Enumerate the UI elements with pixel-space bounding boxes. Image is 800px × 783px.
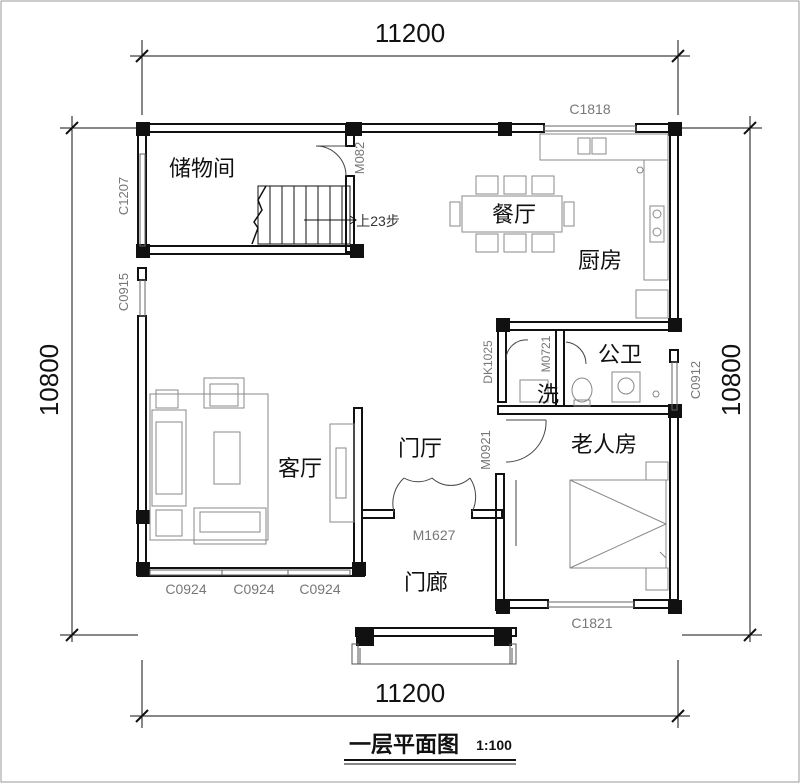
code-c1818: C1818	[569, 101, 610, 117]
room-kitchen-label: 厨房	[578, 249, 622, 274]
walls	[137, 123, 681, 637]
dim-top: 11200	[375, 18, 445, 48]
room-living-label: 客厅	[278, 457, 322, 482]
code-c0915: C0915	[116, 273, 131, 311]
code-m1627: M1627	[413, 527, 456, 543]
living-furniture	[149, 377, 355, 545]
room-wash-label: 洗	[537, 383, 559, 408]
staircase	[251, 185, 357, 245]
dimension-lines	[60, 40, 762, 728]
code-c0924-1: C0924	[165, 581, 206, 597]
windows	[139, 125, 678, 608]
dim-left: 10800	[34, 344, 64, 416]
dining-table	[449, 175, 575, 253]
code-c1821: C1821	[571, 615, 612, 631]
room-elder-label: 老人房	[571, 433, 637, 458]
code-m082: M082	[352, 142, 367, 175]
room-bathroom-label: 公卫	[598, 343, 642, 368]
code-m0921: M0921	[478, 430, 493, 470]
plan-title: 一层平面图	[349, 733, 459, 758]
dim-right: 10800	[716, 344, 746, 416]
kitchen-fixtures	[539, 133, 669, 319]
wall-columns	[136, 122, 682, 646]
stair-note: 上23步	[356, 213, 400, 229]
plan-scale: 1:100	[476, 737, 512, 753]
room-dining-label: 餐厅	[492, 203, 536, 228]
room-storage-label: 储物间	[169, 157, 235, 182]
code-dk1025: DK1025	[481, 340, 495, 384]
bathroom-fixtures	[519, 371, 660, 407]
room-porch-label: 门廊	[404, 571, 448, 596]
dim-bottom: 11200	[375, 678, 445, 708]
code-m0721: M0721	[539, 335, 553, 372]
code-c0912: C0912	[688, 361, 703, 399]
doors	[315, 145, 587, 546]
code-c1207: C1207	[116, 177, 131, 215]
room-foyer-label: 门厅	[398, 437, 442, 462]
code-c0924-2: C0924	[233, 581, 274, 597]
code-c0924-3: C0924	[299, 581, 340, 597]
elder-bed	[569, 461, 669, 591]
porch-outline	[351, 643, 517, 665]
